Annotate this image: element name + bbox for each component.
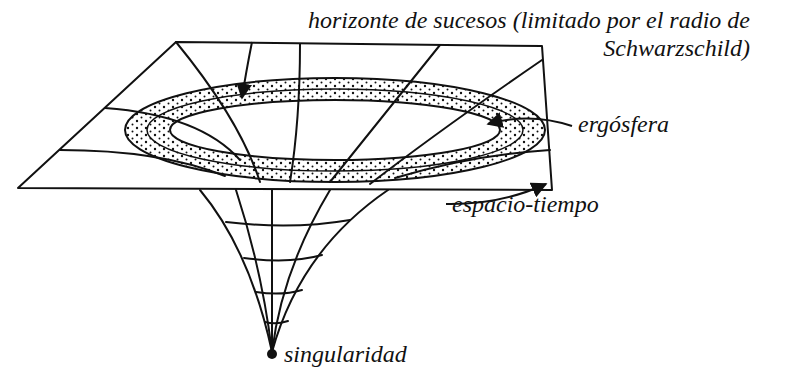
event-horizon-label: horizonte de sucesos (limitado por el ra… — [178, 6, 750, 62]
spacetime-label: espacio-tiempo — [452, 190, 752, 218]
singularity-label: singularidad — [284, 340, 584, 368]
ergosphere-label: ergósfera — [578, 110, 778, 138]
